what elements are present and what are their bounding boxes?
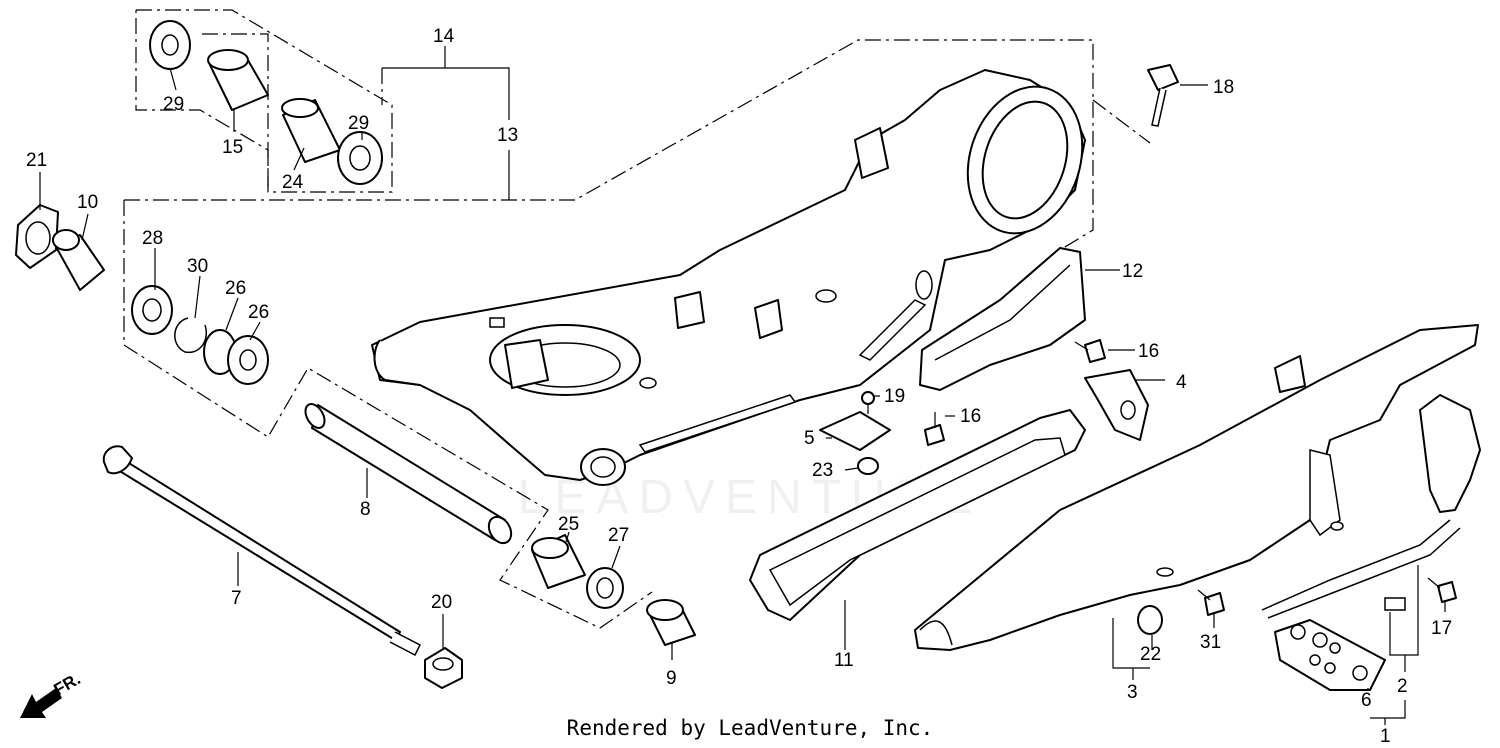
guard-plate[interactable]: [819, 411, 891, 451]
flange-bolt[interactable]: [1147, 64, 1179, 127]
callout-22: 22: [1140, 644, 1161, 665]
needle-bearing-upper[interactable]: [281, 98, 341, 163]
callout-7: 7: [231, 588, 242, 609]
grommet[interactable]: [1137, 605, 1163, 635]
oil-seal-left[interactable]: [131, 285, 173, 335]
chain-cover[interactable]: [914, 324, 1479, 651]
callout-13: 13: [497, 125, 518, 146]
callout-25: 25: [558, 514, 579, 535]
callout-16a: 16: [1138, 341, 1159, 362]
callout-2: 2: [1397, 676, 1408, 697]
callout-17: 17: [1431, 618, 1452, 639]
callout-28: 28: [142, 228, 163, 249]
drive-chain-case[interactable]: [749, 409, 1086, 621]
oil-seal-upper-right[interactable]: [337, 131, 383, 185]
callout-14: 14: [433, 26, 455, 47]
credit-caption: Rendered by LeadVenture, Inc.: [566, 716, 934, 740]
oil-seal-upper-left[interactable]: [149, 20, 191, 70]
callout-3: 3: [1127, 682, 1138, 703]
flange-nut[interactable]: [424, 647, 463, 689]
callout-15: 15: [222, 137, 243, 158]
bolt-lower[interactable]: [924, 412, 945, 446]
callout-5: 5: [804, 428, 815, 449]
ball-bearing-outer[interactable]: [227, 335, 269, 385]
callout-4: 4: [1176, 372, 1187, 393]
callout-23: 23: [812, 460, 833, 481]
callout-8: 8: [360, 499, 371, 520]
callout-31: 31: [1200, 632, 1221, 653]
callouts: 1 2 3 4 5 6 7 8 9 10 11 12 13 14 15 16 1…: [26, 26, 1452, 747]
callout-20: 20: [431, 592, 452, 613]
oil-seal-lower[interactable]: [586, 567, 624, 609]
drive-chain[interactable]: [1261, 394, 1481, 619]
callout-6: 6: [1361, 690, 1372, 711]
bolt-cover[interactable]: [1197, 589, 1225, 616]
bolt-upper[interactable]: [1074, 339, 1106, 363]
callout-29b: 29: [348, 113, 369, 134]
callout-19: 19: [884, 386, 905, 407]
adjusting-bolt[interactable]: [52, 229, 105, 291]
swingarm[interactable]: [371, 69, 1100, 486]
callout-27: 27: [608, 525, 629, 546]
clip[interactable]: [857, 457, 879, 475]
callout-18: 18: [1213, 77, 1234, 98]
callout-26b: 26: [248, 302, 269, 323]
callout-30: 30: [187, 256, 208, 277]
callout-16b: 16: [960, 406, 981, 427]
callout-11: 11: [834, 650, 854, 671]
pivot-collar[interactable]: [302, 401, 516, 547]
pivot-bolt[interactable]: [102, 445, 422, 657]
front-direction-indicator: FR.: [20, 669, 84, 718]
screw[interactable]: [861, 391, 875, 414]
chain-guard[interactable]: [919, 247, 1086, 391]
master-link[interactable]: [1274, 619, 1386, 691]
group-boundaries: [123, 9, 1151, 629]
bolt-chain-guide[interactable]: [1427, 577, 1457, 603]
callout-1: 1: [1380, 726, 1391, 747]
circlip[interactable]: [174, 317, 207, 354]
needle-bearing[interactable]: [531, 534, 586, 589]
callout-29a: 29: [163, 94, 184, 115]
leader-lines: [39, 46, 1446, 725]
callout-26a: 26: [225, 278, 246, 299]
callout-10: 10: [77, 192, 98, 213]
callout-24: 24: [282, 172, 304, 193]
callout-12: 12: [1122, 261, 1143, 282]
bearing-collar[interactable]: [207, 49, 269, 111]
dust-seal-collar[interactable]: [646, 599, 696, 646]
lock-nut[interactable]: [15, 204, 59, 269]
arrow-icon: [20, 688, 62, 718]
bracket[interactable]: [1084, 369, 1149, 441]
callout-9: 9: [666, 668, 677, 689]
callout-21: 21: [26, 150, 47, 171]
